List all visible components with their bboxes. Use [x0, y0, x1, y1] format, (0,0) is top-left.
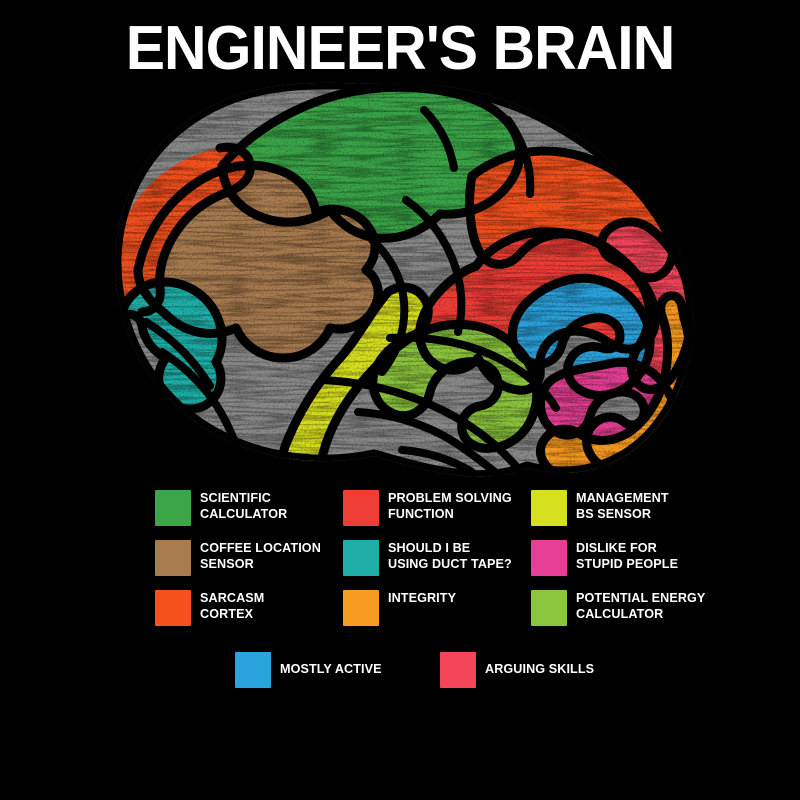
brain-diagram — [114, 82, 694, 477]
legend-item-scientific-calculator[interactable]: SCIENTIFIC CALCULATOR — [155, 490, 343, 540]
legend-label-problem-solving-function: PROBLEM SOLVING FUNCTION — [388, 490, 512, 522]
legend-swatch-should-i-be-using-duct-tape — [343, 540, 379, 576]
legend-bottom-row: MOSTLY ACTIVE ARGUING SKILLS — [155, 652, 795, 688]
legend-label-line1: COFFEE LOCATION — [200, 541, 321, 555]
legend-label-line1: SARCASM — [200, 591, 265, 605]
legend-label-sarcasm-cortex: SARCASM CORTEX — [200, 590, 264, 622]
legend-swatch-dislike-for-stupid-people — [531, 540, 567, 576]
legend-label-line2: CORTEX — [200, 606, 254, 621]
legend-label-arguing-skills: ARGUING SKILLS — [485, 662, 595, 676]
legend-label-line1: MANAGEMENT — [576, 491, 669, 505]
legend-item-arguing-skills[interactable]: ARGUING SKILLS — [440, 652, 594, 688]
legend-swatch-mostly-active — [235, 652, 271, 688]
brain-grunge-texture — [114, 82, 694, 477]
legend-label-line1: SCIENTIFIC — [200, 491, 271, 505]
legend-swatch-arguing-skills — [440, 652, 476, 688]
legend-swatch-integrity — [343, 590, 379, 626]
legend-label-potential-energy-calculator: POTENTIAL ENERGY CALCULATOR — [576, 590, 705, 622]
legend-label-line2: STUPID PEOPLE — [576, 556, 679, 571]
legend-label-line2: CALCULATOR — [200, 506, 288, 521]
legend-label-line2: USING DUCT TAPE? — [388, 556, 512, 571]
legend-label-line1: PROBLEM SOLVING — [388, 491, 512, 505]
legend: SCIENTIFIC CALCULATOR PROBLEM SOLVING FU… — [155, 490, 795, 688]
legend-label-should-i-be-using-duct-tape: SHOULD I BE USING DUCT TAPE? — [388, 540, 512, 572]
legend-label-line1: POTENTIAL ENERGY — [576, 591, 706, 605]
legend-item-coffee-location-sensor[interactable]: COFFEE LOCATION SENSOR — [155, 540, 343, 590]
legend-grid: SCIENTIFIC CALCULATOR PROBLEM SOLVING FU… — [155, 490, 795, 640]
legend-swatch-potential-energy-calculator — [531, 590, 567, 626]
legend-item-dislike-for-stupid-people[interactable]: DISLIKE FOR STUPID PEOPLE — [531, 540, 761, 590]
legend-label-line2: CALCULATOR — [576, 606, 664, 621]
brain-illustration — [72, 80, 732, 480]
legend-swatch-problem-solving-function — [343, 490, 379, 526]
legend-swatch-scientific-calculator — [155, 490, 191, 526]
legend-label-management-bs-sensor: MANAGEMENT BS SENSOR — [576, 490, 669, 522]
legend-label-mostly-active: MOSTLY ACTIVE — [280, 662, 382, 676]
legend-label-line2: SENSOR — [200, 556, 254, 571]
legend-label-scientific-calculator: SCIENTIFIC CALCULATOR — [200, 490, 287, 522]
legend-swatch-sarcasm-cortex — [155, 590, 191, 626]
legend-item-integrity[interactable]: INTEGRITY — [343, 590, 531, 640]
legend-item-management-bs-sensor[interactable]: MANAGEMENT BS SENSOR — [531, 490, 761, 540]
legend-label-dislike-for-stupid-people: DISLIKE FOR STUPID PEOPLE — [576, 540, 678, 572]
legend-label-line1: INTEGRITY — [388, 591, 457, 605]
legend-swatch-management-bs-sensor — [531, 490, 567, 526]
legend-item-mostly-active[interactable]: MOSTLY ACTIVE — [235, 652, 440, 688]
legend-label-line1: DISLIKE FOR — [576, 541, 657, 555]
legend-item-should-i-be-using-duct-tape[interactable]: SHOULD I BE USING DUCT TAPE? — [343, 540, 531, 590]
legend-label-coffee-location-sensor: COFFEE LOCATION SENSOR — [200, 540, 321, 572]
legend-label-line2: BS SENSOR — [576, 506, 652, 521]
legend-item-problem-solving-function[interactable]: PROBLEM SOLVING FUNCTION — [343, 490, 531, 540]
legend-item-potential-energy-calculator[interactable]: POTENTIAL ENERGY CALCULATOR — [531, 590, 761, 640]
legend-item-sarcasm-cortex[interactable]: SARCASM CORTEX — [155, 590, 343, 640]
page-title: ENGINEER'S BRAIN — [125, 14, 676, 83]
legend-label-line1: SHOULD I BE — [388, 541, 471, 555]
legend-label-line2: FUNCTION — [388, 506, 454, 521]
legend-swatch-coffee-location-sensor — [155, 540, 191, 576]
legend-label-integrity: INTEGRITY — [388, 590, 456, 607]
